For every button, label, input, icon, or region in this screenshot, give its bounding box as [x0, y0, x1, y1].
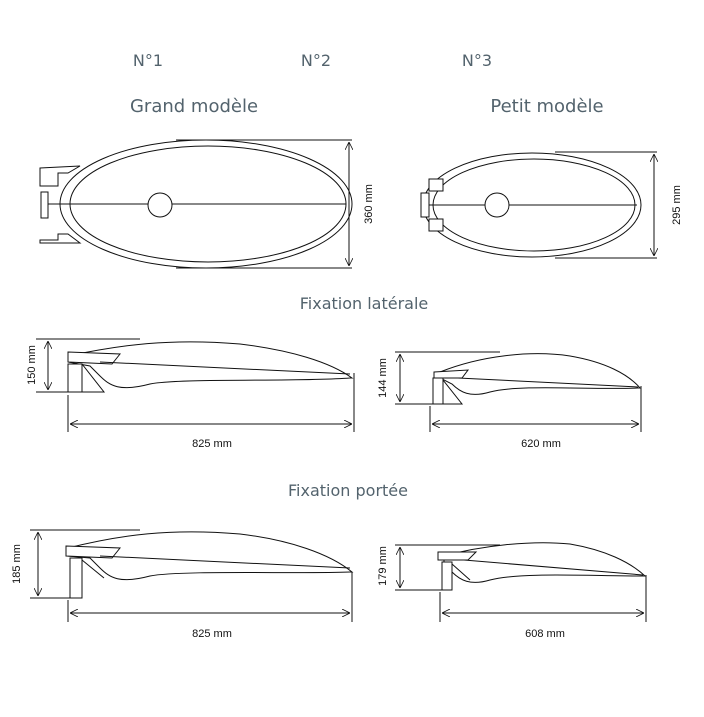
large-model-title: Grand modèle: [130, 96, 258, 117]
large-top-length-label: 825 mm: [192, 628, 232, 640]
large-width-label: 360 mm: [363, 184, 375, 224]
small-side-length-label: 620 mm: [521, 438, 561, 450]
side-mount-title: Fixation latérale: [300, 294, 429, 313]
large-top-view: [39, 139, 352, 269]
small-top-length-label: 608 mm: [525, 628, 565, 640]
small-width-label: 295 mm: [671, 185, 683, 225]
small-side-mount-view: [395, 351, 642, 432]
model-number-1: N°1: [133, 51, 163, 70]
model-number-2: N°2: [301, 51, 331, 70]
large-side-mount-view: [36, 338, 355, 432]
small-top-view: [420, 151, 657, 259]
small-top-mount-view: [395, 542, 647, 622]
model-number-3: N°3: [462, 51, 492, 70]
large-side-length-label: 825 mm: [192, 438, 232, 450]
large-top-height-label: 185 mm: [11, 544, 23, 584]
large-top-mount-view: [30, 529, 354, 622]
small-model-title: Petit modèle: [490, 96, 603, 117]
small-side-height-label: 144 mm: [377, 358, 389, 398]
small-top-height-label: 179 mm: [377, 546, 389, 586]
large-side-height-label: 150 mm: [26, 345, 38, 385]
top-mount-title: Fixation portée: [288, 481, 408, 500]
